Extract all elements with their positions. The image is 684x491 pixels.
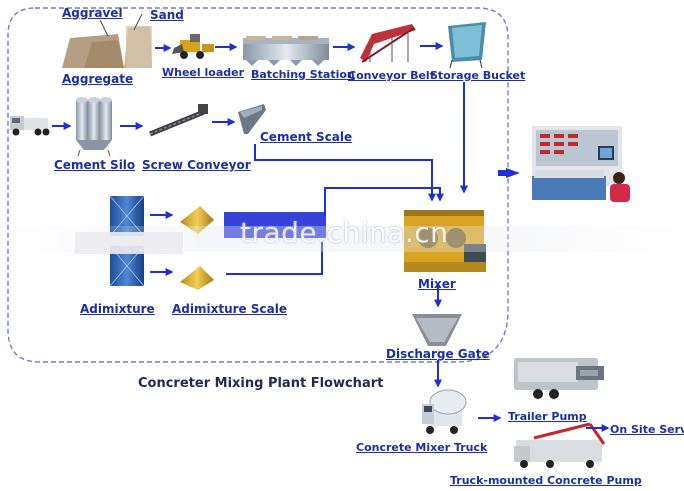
label-adimixture: Adimixture bbox=[80, 302, 155, 316]
label-trailer-pump: Trailer Pump bbox=[508, 410, 587, 423]
plant-boundary bbox=[7, 7, 509, 363]
wheel-loader-icon bbox=[172, 34, 214, 59]
aggregate-pile-icon bbox=[62, 13, 152, 68]
cement-silo-icon bbox=[76, 97, 112, 157]
label-concrete-mixer-truck: Concrete Mixer Truck bbox=[356, 441, 488, 454]
cement-tanker-truck-icon bbox=[10, 116, 50, 136]
label-mixer: Mixer bbox=[418, 277, 456, 291]
mixer-truck-icon bbox=[422, 389, 467, 434]
pump-truck-icon bbox=[514, 422, 606, 468]
label-sand: Sand bbox=[150, 8, 184, 22]
label-batching-station: Batching Station bbox=[251, 68, 355, 81]
control-arrow-shaft bbox=[498, 170, 508, 176]
control-arrow bbox=[506, 168, 520, 178]
mixer-icon bbox=[404, 210, 486, 272]
watermark-fog bbox=[75, 232, 183, 254]
storage-bucket-icon bbox=[448, 22, 486, 69]
label-adimixture-scale: Adimixture Scale bbox=[172, 302, 287, 316]
conveyor-belt-icon bbox=[360, 24, 416, 63]
batching-station-icon bbox=[243, 36, 329, 66]
label-cement-scale: Cement Scale bbox=[260, 130, 353, 144]
label-conveyor-belt: Conveyor Belt bbox=[348, 69, 435, 82]
flowchart-title: Concreter Mixing Plant Flowchart bbox=[138, 376, 384, 391]
label-screw-conveyor: Screw Conveyor bbox=[142, 158, 251, 172]
screw-conveyor-icon bbox=[149, 104, 208, 137]
label-wheel-loader: Wheel loader bbox=[162, 66, 244, 79]
discharge-gate-icon bbox=[412, 314, 462, 346]
weigh-hopper-icon bbox=[180, 206, 214, 290]
cement-scale-icon bbox=[238, 104, 266, 134]
label-storage-bucket: Storage Bucket bbox=[430, 69, 526, 82]
flow-arrows bbox=[52, 42, 610, 432]
label-aggravel: Aggravel bbox=[62, 6, 123, 20]
trailer-pump-icon bbox=[514, 358, 604, 399]
label-discharge-gate: Discharge Gate bbox=[386, 347, 490, 361]
label-cement-silo: Cement Silo bbox=[54, 158, 136, 172]
control-room-icon bbox=[532, 126, 630, 202]
label-on-site-service: On Site Service bbox=[610, 423, 684, 436]
adimixture-feed-bar bbox=[224, 212, 326, 238]
label-aggregate: Aggregate bbox=[62, 72, 134, 86]
watermark-text: trade.china.cn bbox=[240, 216, 449, 249]
label-truck-mounted-pump: Truck-mounted Concrete Pump bbox=[450, 474, 642, 487]
